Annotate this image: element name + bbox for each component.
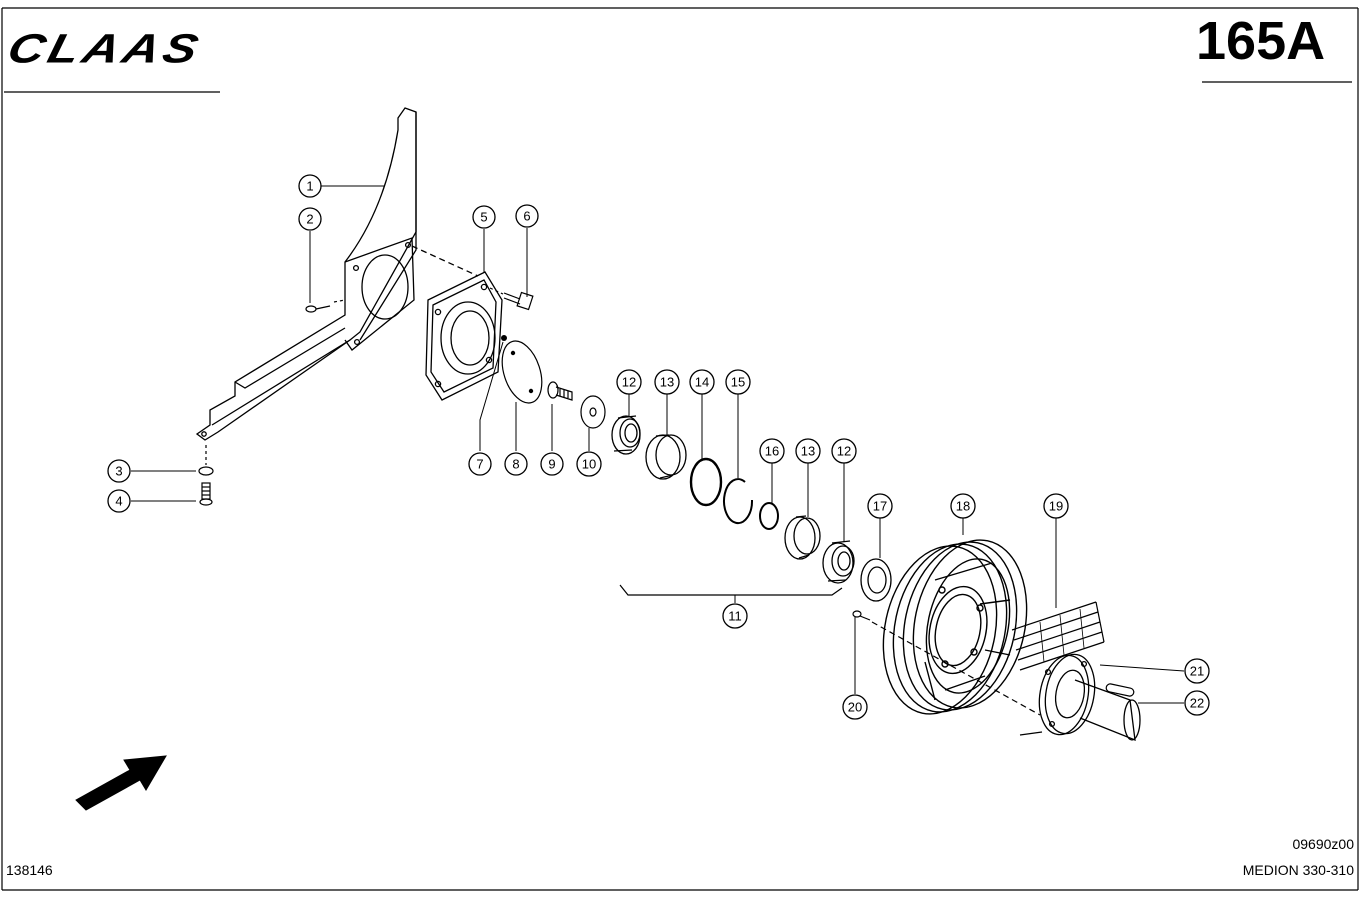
- callout-21: 21: [1184, 658, 1210, 684]
- part-bearing-left: [611, 415, 641, 455]
- callout-15: 15: [725, 369, 751, 395]
- leader-lines: [131, 185, 1185, 704]
- callout-13-left: 13: [654, 369, 680, 395]
- part-washer-bolt: [198, 445, 214, 506]
- part-small-ring: [759, 502, 779, 530]
- sheet-frame: [1, 7, 1359, 891]
- svg-text:12: 12: [622, 375, 636, 390]
- svg-text:18: 18: [956, 499, 970, 514]
- svg-text:19: 19: [1049, 499, 1063, 514]
- document-number: 138146: [6, 862, 53, 878]
- part-screw-small: [305, 299, 346, 313]
- callout-4: 4: [107, 489, 131, 513]
- svg-text:15: 15: [731, 375, 745, 390]
- callout-13-right: 13: [795, 438, 821, 464]
- callout-11: 11: [722, 603, 748, 629]
- part-flat-washer: [580, 395, 606, 429]
- part-flange-housing: [411, 245, 503, 401]
- svg-text:11: 11: [728, 609, 742, 624]
- callout-7: 7: [468, 452, 492, 476]
- callout-14: 14: [689, 369, 715, 395]
- assembly-bracket-11: [619, 584, 843, 596]
- direction-arrow-icon: [75, 755, 167, 811]
- part-pulley-screw: [852, 610, 1041, 716]
- svg-text:13: 13: [801, 444, 815, 459]
- svg-text:4: 4: [115, 494, 122, 509]
- callout-6: 6: [515, 204, 539, 228]
- callout-22: 22: [1184, 690, 1210, 716]
- part-v-belts: [1011, 601, 1105, 671]
- callout-12-right: 12: [831, 438, 857, 464]
- svg-text:3: 3: [115, 464, 122, 479]
- callout-10: 10: [576, 451, 602, 477]
- part-bearing-right: [822, 540, 855, 584]
- part-v-belt-pulley: [882, 539, 1028, 715]
- svg-text:6: 6: [523, 209, 530, 224]
- callout-18: 18: [950, 493, 976, 519]
- callout-17: 17: [867, 493, 893, 519]
- svg-text:5: 5: [480, 210, 487, 225]
- callout-20: 20: [842, 694, 868, 720]
- part-grease-nipple: [501, 335, 507, 341]
- callout-16: 16: [759, 438, 785, 464]
- drawing-code: 09690z00: [1292, 836, 1354, 852]
- part-cover-disc: [501, 340, 543, 404]
- callout-1: 1: [298, 174, 322, 198]
- callout-8: 8: [504, 452, 528, 476]
- callout-3: 3: [107, 459, 131, 483]
- part-seal-ring: [860, 558, 892, 602]
- callout-2: 2: [298, 207, 322, 231]
- part-shaft-key: [1105, 683, 1135, 697]
- svg-text:22: 22: [1190, 696, 1204, 711]
- svg-text:13: 13: [660, 375, 674, 390]
- svg-text:2: 2: [306, 212, 313, 227]
- callout-9: 9: [540, 452, 564, 476]
- sheet-number: 165A: [1196, 11, 1326, 71]
- callout-5: 5: [472, 205, 496, 229]
- svg-text:12: 12: [837, 444, 851, 459]
- callout-12-left: 12: [616, 369, 642, 395]
- part-o-ring: [689, 457, 723, 507]
- svg-text:21: 21: [1190, 664, 1204, 679]
- part-circlip: [723, 478, 754, 525]
- svg-text:20: 20: [848, 700, 862, 715]
- part-bracket: [195, 107, 417, 441]
- callout-19: 19: [1043, 493, 1069, 519]
- svg-text:1: 1: [306, 179, 313, 194]
- svg-text:10: 10: [582, 457, 596, 472]
- part-shaft-hub: [1019, 653, 1141, 742]
- svg-text:17: 17: [873, 499, 887, 514]
- svg-text:16: 16: [765, 444, 779, 459]
- svg-text:14: 14: [695, 375, 709, 390]
- svg-text:7: 7: [476, 457, 483, 472]
- machine-model: MEDION 330-310: [1242, 862, 1354, 878]
- svg-text:9: 9: [548, 457, 555, 472]
- part-spacer-ring-right: [784, 515, 821, 560]
- part-spacer-ring-left: [645, 434, 687, 480]
- svg-text:8: 8: [512, 457, 519, 472]
- part-hex-bolt: [547, 381, 573, 401]
